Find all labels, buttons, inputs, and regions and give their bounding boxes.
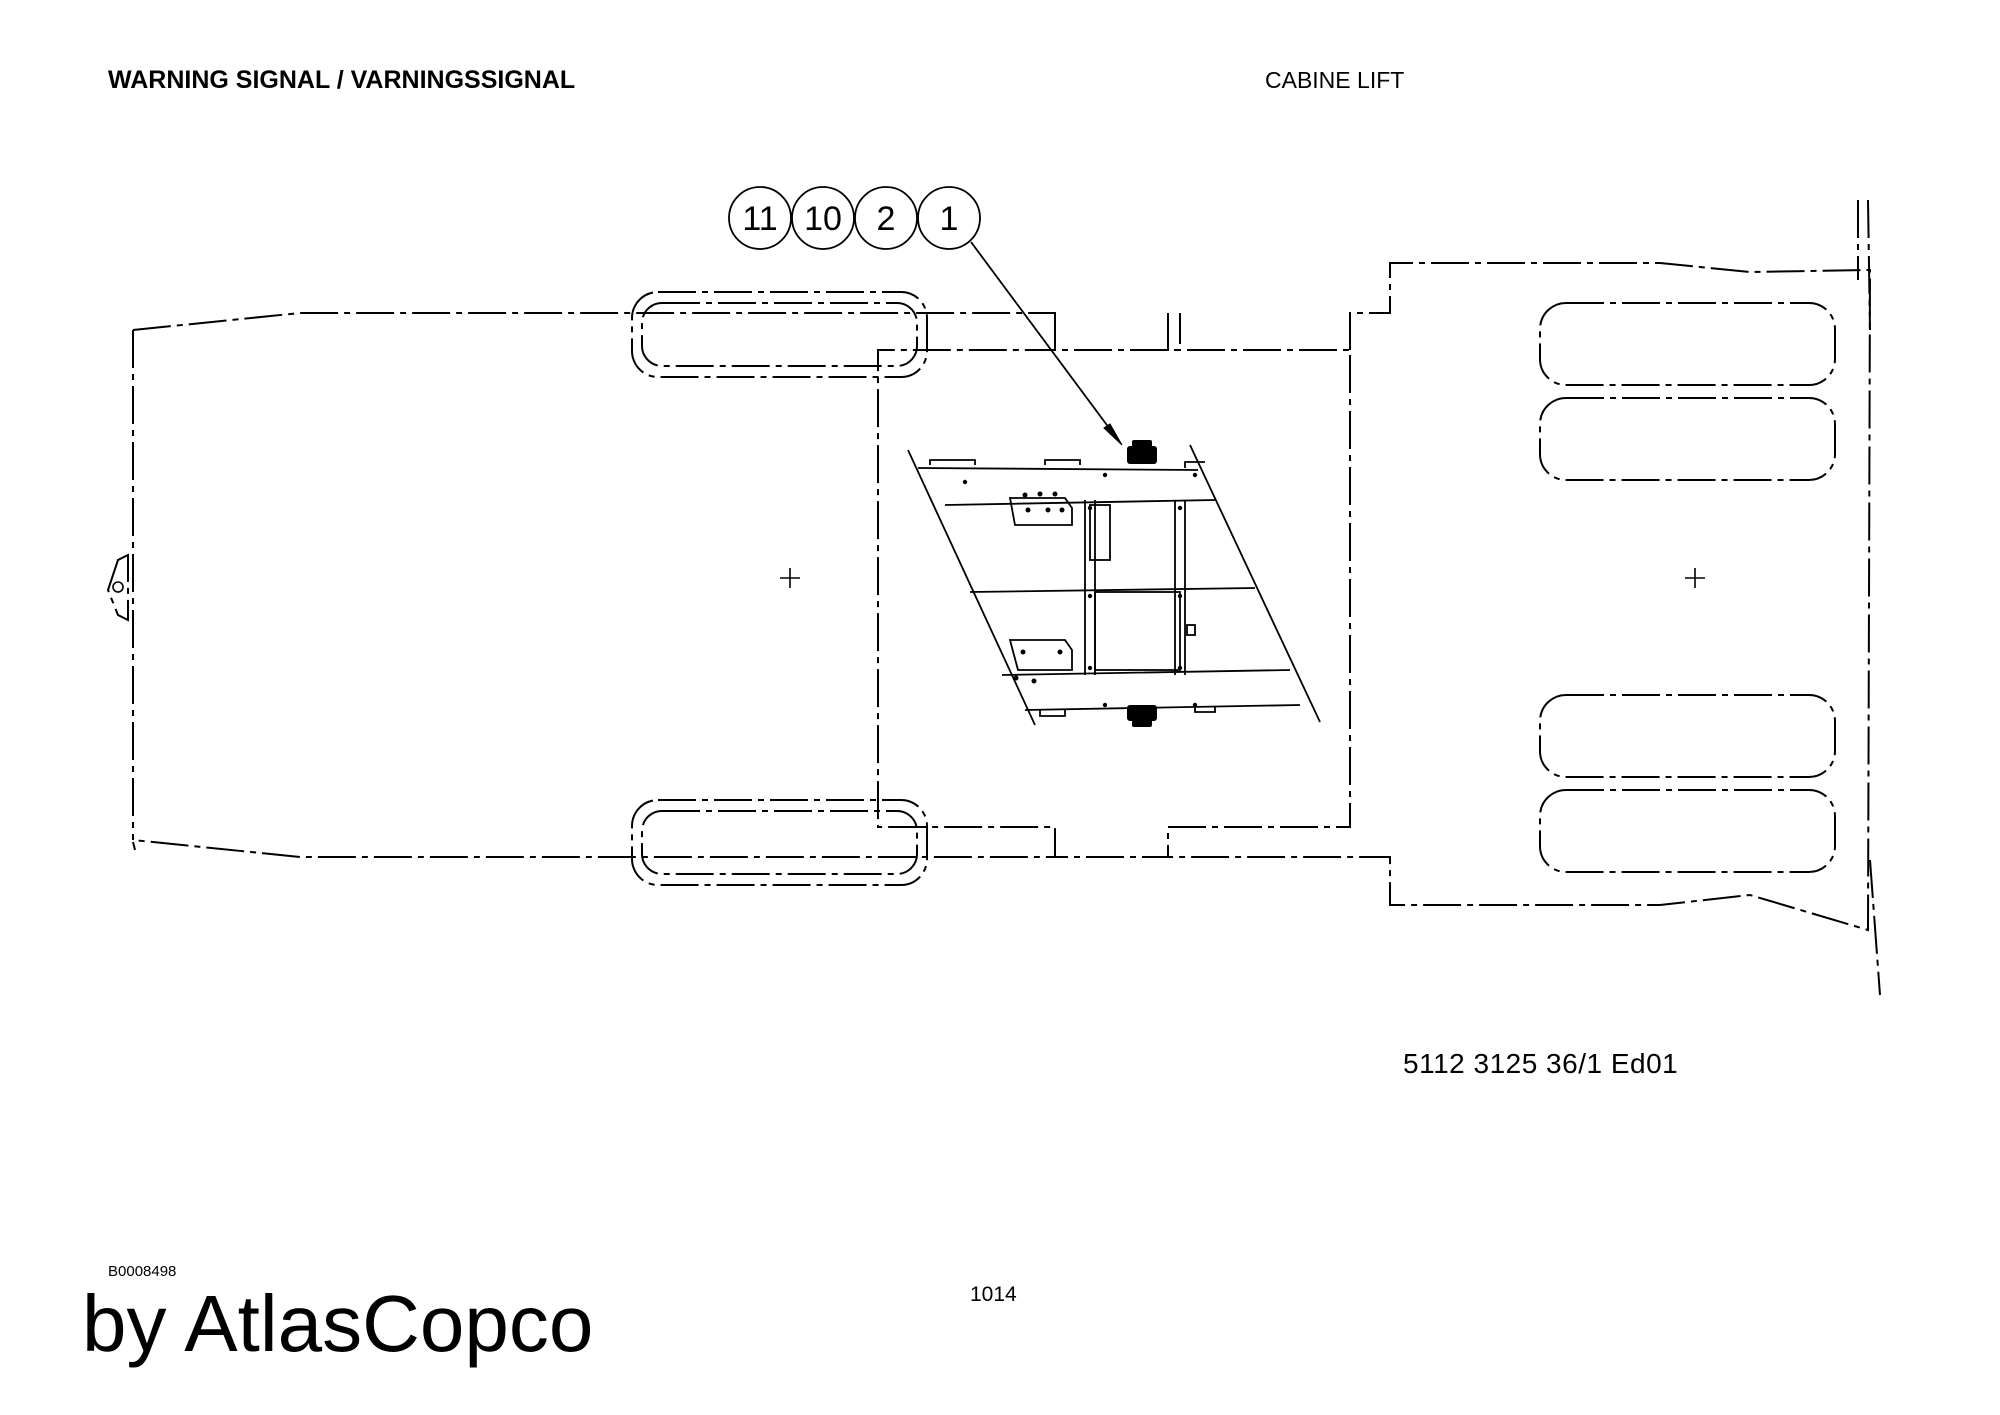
leader-arrow bbox=[1103, 423, 1123, 446]
section-label: CABINE LIFT bbox=[1265, 67, 1405, 93]
balloon-label: 1 bbox=[940, 200, 959, 238]
frame-bolts bbox=[962, 472, 1198, 708]
item-balloon-2 bbox=[854, 186, 918, 250]
hitch-eye-icon bbox=[112, 581, 124, 593]
image-id: B0008498 bbox=[108, 1263, 177, 1280]
center-marks bbox=[780, 568, 1705, 588]
page-title: WARNING SIGNAL / VARNINGSSIGNAL bbox=[108, 66, 576, 94]
item-balloon-1 bbox=[917, 186, 981, 250]
item-balloon-10 bbox=[791, 186, 855, 250]
balloon-label: 10 bbox=[804, 200, 842, 238]
page-number: 1014 bbox=[970, 1283, 1017, 1306]
warning-signal-component bbox=[1127, 440, 1157, 727]
item-balloon-11 bbox=[728, 186, 792, 250]
rear-wheels bbox=[1539, 302, 1836, 873]
leader-line bbox=[970, 241, 1119, 441]
cab-lift-frame bbox=[907, 444, 1321, 726]
item-balloons bbox=[728, 186, 981, 250]
document-number: 5112 3125 36/1 Ed01 bbox=[1403, 1048, 1679, 1079]
chassis-outline bbox=[106, 199, 1881, 996]
balloon-label: 2 bbox=[877, 200, 896, 238]
front-wheels bbox=[631, 291, 928, 886]
brand-text: by AtlasCopco bbox=[82, 1279, 594, 1368]
balloon-label: 11 bbox=[742, 200, 777, 238]
